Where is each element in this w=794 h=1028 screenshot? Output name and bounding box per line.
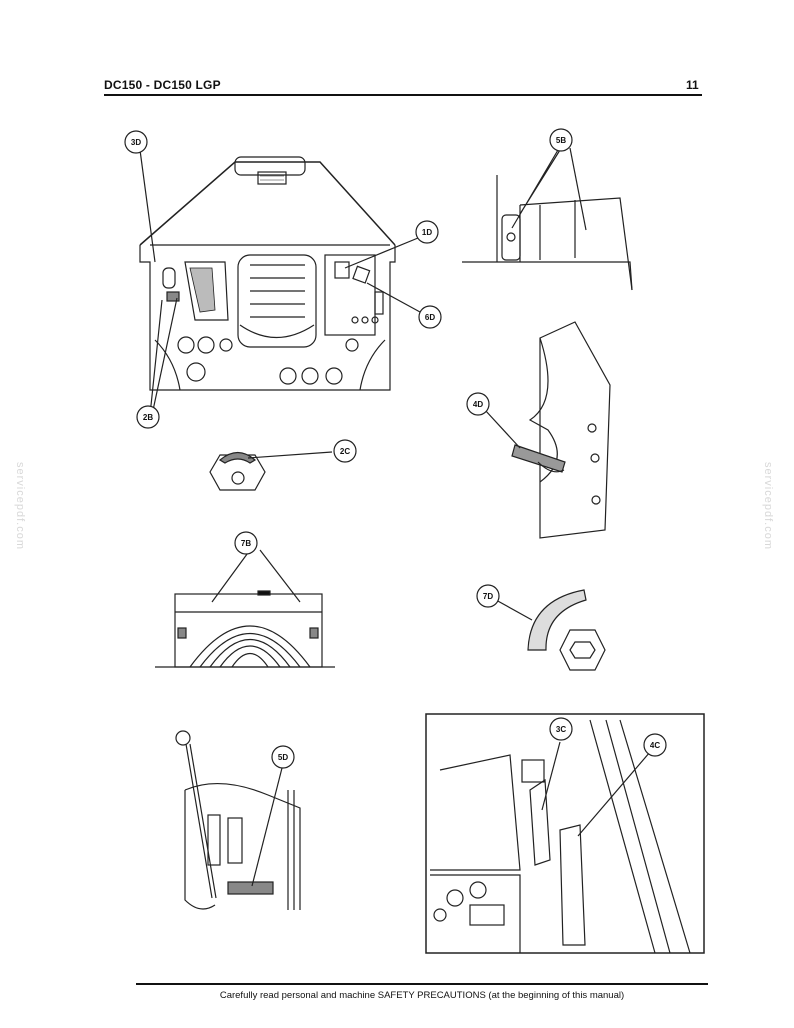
- callout-1D: 1D: [415, 220, 439, 244]
- svg-text:7D: 7D: [483, 592, 493, 601]
- callout-4D: 4D: [466, 392, 490, 416]
- figure-7D: [495, 589, 606, 671]
- callout-7B: 7B: [234, 531, 258, 555]
- svg-text:7B: 7B: [241, 539, 251, 548]
- svg-text:4D: 4D: [473, 400, 483, 409]
- callout-6D: 6D: [418, 305, 442, 329]
- figure-5D: [175, 730, 301, 910]
- svg-text:2B: 2B: [143, 413, 153, 422]
- figure-7B: [155, 549, 335, 668]
- figure-4D: [484, 321, 611, 539]
- figure-cab-interior: [139, 149, 421, 416]
- svg-text:3D: 3D: [131, 138, 141, 147]
- figure-3C-4C: [425, 713, 705, 954]
- footer-rule: [136, 983, 708, 985]
- page-number: 11: [686, 78, 699, 92]
- svg-text:6D: 6D: [425, 313, 435, 322]
- svg-text:2C: 2C: [340, 447, 350, 456]
- svg-text:5B: 5B: [556, 136, 566, 145]
- callout-3C: 3C: [549, 717, 573, 741]
- svg-text:4C: 4C: [650, 741, 660, 750]
- header-rule: [104, 94, 702, 96]
- callout-5D: 5D: [271, 745, 295, 769]
- callout-3D: 3D: [124, 130, 148, 154]
- svg-text:1D: 1D: [422, 228, 432, 237]
- svg-text:3C: 3C: [556, 725, 566, 734]
- svg-text:5D: 5D: [278, 753, 288, 762]
- callout-4C: 4C: [643, 733, 667, 757]
- callout-2B: 2B: [136, 405, 160, 429]
- header-model: DC150 - DC150 LGP: [104, 78, 221, 92]
- figure-bolt-2C: [209, 451, 333, 491]
- callout-5B: 5B: [549, 128, 573, 152]
- figure-5B: [462, 147, 633, 291]
- callout-2C: 2C: [333, 439, 357, 463]
- callouts: 3D 1D 6D 2B 2C 5B 4D 7B 7D 5D 3C 4C: [124, 128, 667, 769]
- footer-safety-note: Carefully read personal and machine SAFE…: [219, 990, 625, 1001]
- callout-7D: 7D: [476, 584, 500, 608]
